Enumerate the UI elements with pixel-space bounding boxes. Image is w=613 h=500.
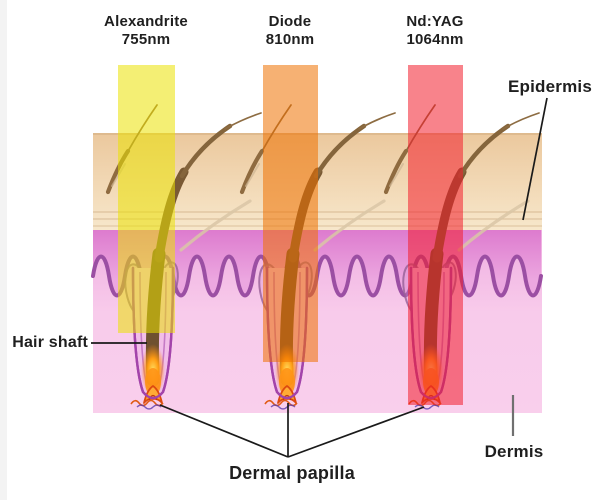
label-alexandrite: Alexandrite 755nm — [104, 13, 188, 49]
laser-name: Diode — [268, 13, 312, 30]
laser-name: Nd:YAG — [406, 13, 464, 30]
label-dermis: Dermis — [484, 442, 544, 461]
label-diode: Diode 810nm — [266, 13, 315, 49]
laser-wavelength: 1064nm — [406, 31, 464, 48]
pointer-lines — [91, 97, 548, 458]
laser-name: Alexandrite — [104, 13, 188, 30]
ndyag-laser-beam — [408, 65, 463, 405]
label-epidermis: Epidermis — [508, 77, 592, 96]
diode-laser-beam — [263, 65, 318, 362]
laser-wavelength: 810nm — [265, 31, 315, 48]
page-edge-strip — [0, 0, 7, 500]
label-dermal-papilla: Dermal papilla — [229, 463, 355, 483]
label-ndyag: Nd:YAG 1064nm — [406, 13, 463, 49]
dermal-papilla-pointer-right — [287, 406, 425, 458]
epidermis-pointer-line — [522, 97, 548, 221]
alexandrite-laser-beam — [118, 65, 175, 333]
dermal-papilla-pointer-left — [159, 404, 289, 458]
label-hair-shaft: Hair shaft — [12, 334, 88, 351]
laser-wavelength: 755nm — [121, 31, 171, 48]
